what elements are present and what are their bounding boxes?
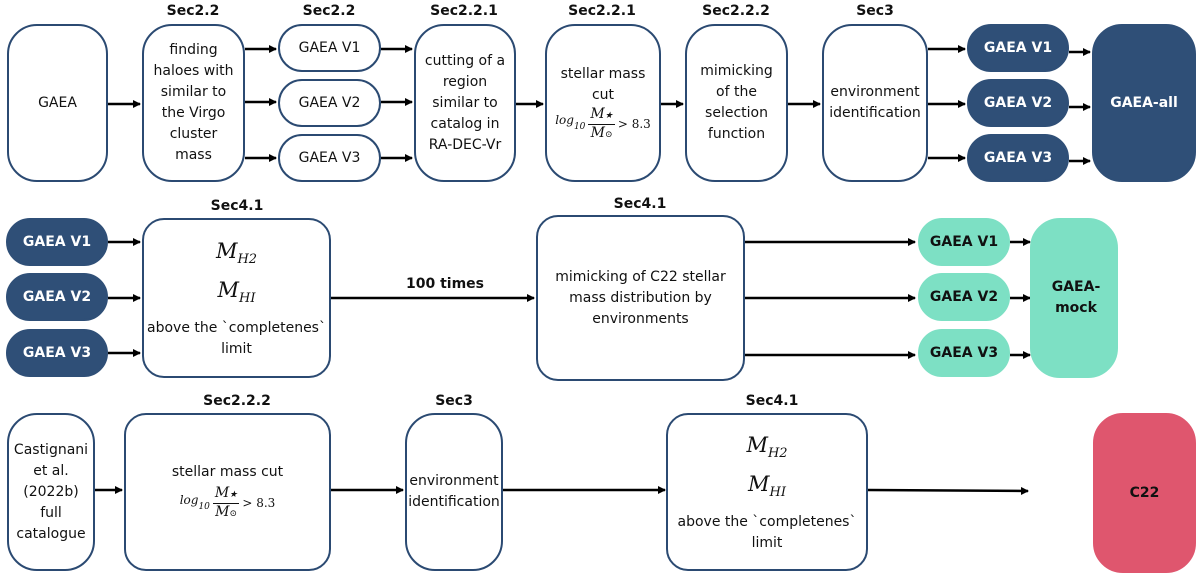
haloes-line: cluster [169, 126, 218, 142]
haloes-line: haloes with [153, 63, 234, 79]
selection-line: function [707, 126, 766, 142]
row3-mh2-symbol: MH2 [746, 433, 788, 461]
environment-identification-box: environment identification [822, 24, 928, 182]
stellar-mass-cut-box: stellar mass cut log10 M★M⊙ > 8.3 [545, 24, 661, 182]
haloes-line: the Virgo [161, 105, 226, 121]
versions-section-label: Sec2.2 [302, 3, 356, 19]
castignani-catalogue-box: Castignani et al. (2022b) full catalogue [7, 413, 95, 571]
in-gaea-v3-label: GAEA V3 [22, 344, 92, 361]
environment-section-label: Sec3 [856, 3, 894, 19]
gaea-v1-label: GAEA V1 [298, 39, 361, 56]
gaea-v2-label: GAEA V2 [298, 94, 361, 111]
row3-gas-section-label: Sec4.1 [745, 393, 799, 409]
in-gaea-v3-box: GAEA V3 [6, 329, 108, 377]
out-gaea-v3-box: GAEA V3 [967, 134, 1069, 182]
catalogue-line: catalogue [16, 525, 86, 542]
haloes-section-label: Sec2.2 [166, 3, 220, 19]
selection-line: selection [705, 105, 768, 121]
mass-cut-formula: log10 M★M⊙ > 8.3 [555, 105, 651, 141]
row3-masscut-line: stellar mass cut [171, 464, 284, 480]
repeat-label: 100 times [406, 276, 485, 292]
environment-line: environment [830, 84, 920, 100]
gaea-v1-box: GAEA V1 [278, 24, 381, 72]
region-line: similar to [432, 94, 498, 111]
mimic-line: environments [592, 310, 689, 327]
selection-line: of the [716, 84, 757, 100]
haloes-line: finding [169, 42, 218, 58]
gaea-box: GAEA [7, 24, 108, 182]
mock-gaea-v3-box: GAEA V3 [918, 329, 1010, 377]
row3-gas-line: above the `completenes` [677, 514, 857, 530]
out-gaea-v3-label: GAEA V3 [983, 149, 1053, 166]
gas-section-label: Sec4.1 [210, 198, 264, 214]
mock-gaea-v1-box: GAEA V1 [918, 218, 1010, 266]
gaea-mock-box: GAEA-mock [1030, 218, 1118, 378]
region-section-label: Sec2.2.1 [430, 3, 498, 19]
environment-line: identification [829, 105, 921, 121]
haloes-line: similar to [160, 84, 227, 100]
row3-env-line: environment [409, 473, 499, 489]
row3-stellar-mass-cut-box: stellar mass cut log10 M★M⊙ > 8.3 [124, 413, 331, 571]
out-gaea-v1-box: GAEA V1 [967, 24, 1069, 72]
region-line: region [442, 73, 488, 90]
gaea-label: GAEA [38, 94, 77, 111]
masscut-section-label: Sec2.2.1 [568, 3, 636, 19]
region-line: RA-DEC-Vr [428, 136, 502, 153]
mock-gaea-v1-label: GAEA V1 [929, 233, 999, 250]
mock-gaea-v2-label: GAEA V2 [929, 288, 999, 305]
out-gaea-v1-label: GAEA V1 [983, 39, 1053, 56]
mh2-symbol: MH2 [215, 239, 258, 267]
row3-env-section-label: Sec3 [435, 393, 473, 409]
gaea-v3-label: GAEA V3 [298, 149, 361, 166]
in-gaea-v2-box: GAEA V2 [6, 273, 108, 321]
selection-line: mimicking [700, 63, 773, 79]
mimic-section-label: Sec4.1 [613, 196, 667, 212]
selection-function-box: mimicking of the selection function [685, 24, 788, 182]
catalogue-line: Castignani [13, 441, 89, 458]
mimic-line: mass distribution by [569, 289, 712, 306]
row3-mhi-symbol: MHI [748, 472, 786, 500]
gas-line: above the `completenes` [147, 320, 326, 336]
gas-completeness-box: MH2 MHI above the `completenes` limit [142, 218, 331, 378]
region-line: catalog in [430, 115, 500, 132]
in-gaea-v1-box: GAEA V1 [6, 218, 108, 266]
c22-box: C22 [1093, 413, 1196, 573]
mock-gaea-v2-box: GAEA V2 [918, 273, 1010, 321]
arrow-gas-to-c22 [867, 486, 1029, 495]
row3-gas-line: limit [751, 535, 783, 551]
gaea-all-label: GAEA-all [1110, 94, 1178, 111]
out-gaea-v2-box: GAEA V2 [967, 79, 1069, 127]
haloes-line: mass [175, 147, 212, 163]
out-gaea-v2-label: GAEA V2 [983, 94, 1053, 111]
finding-haloes-box: finding haloes with similar to the Virgo… [142, 24, 245, 182]
gaea-v2-box: GAEA V2 [278, 79, 381, 127]
catalogue-line: full [40, 504, 62, 521]
c22-label: C22 [1129, 484, 1160, 501]
masscut-line: cut [591, 86, 615, 103]
region-line: cutting of a [424, 52, 506, 69]
gaea-all-box: GAEA-all [1092, 24, 1196, 182]
mimic-c22-box: mimicking of C22 stellar mass distributi… [536, 215, 745, 381]
mock-gaea-v3-label: GAEA V3 [929, 344, 999, 361]
row3-mass-cut-formula: log10 M★M⊙ > 8.3 [179, 485, 276, 520]
gaea-v3-box: GAEA V3 [278, 134, 381, 182]
catalogue-line: et al. [33, 462, 69, 479]
cutting-region-box: cutting of a region similar to catalog i… [414, 24, 516, 182]
in-gaea-v1-label: GAEA V1 [22, 233, 92, 250]
in-gaea-v2-label: GAEA V2 [22, 288, 92, 305]
masscut-line: stellar mass [560, 65, 646, 82]
row3-masscut-section-label: Sec2.2.2 [203, 393, 271, 409]
gas-line: limit [221, 341, 252, 357]
row3-gas-completeness-box: MH2 MHI above the `completenes` limit [666, 413, 868, 571]
catalogue-line: (2022b) [23, 483, 79, 500]
mhi-symbol: MHI [217, 278, 256, 306]
gaea-mock-label: GAEA-mock [1051, 279, 1101, 316]
row3-environment-box: environment identification [405, 413, 503, 571]
selection-section-label: Sec2.2.2 [702, 3, 770, 19]
mimic-line: mimicking of C22 stellar [555, 268, 726, 285]
row3-env-line: identification [408, 494, 500, 510]
